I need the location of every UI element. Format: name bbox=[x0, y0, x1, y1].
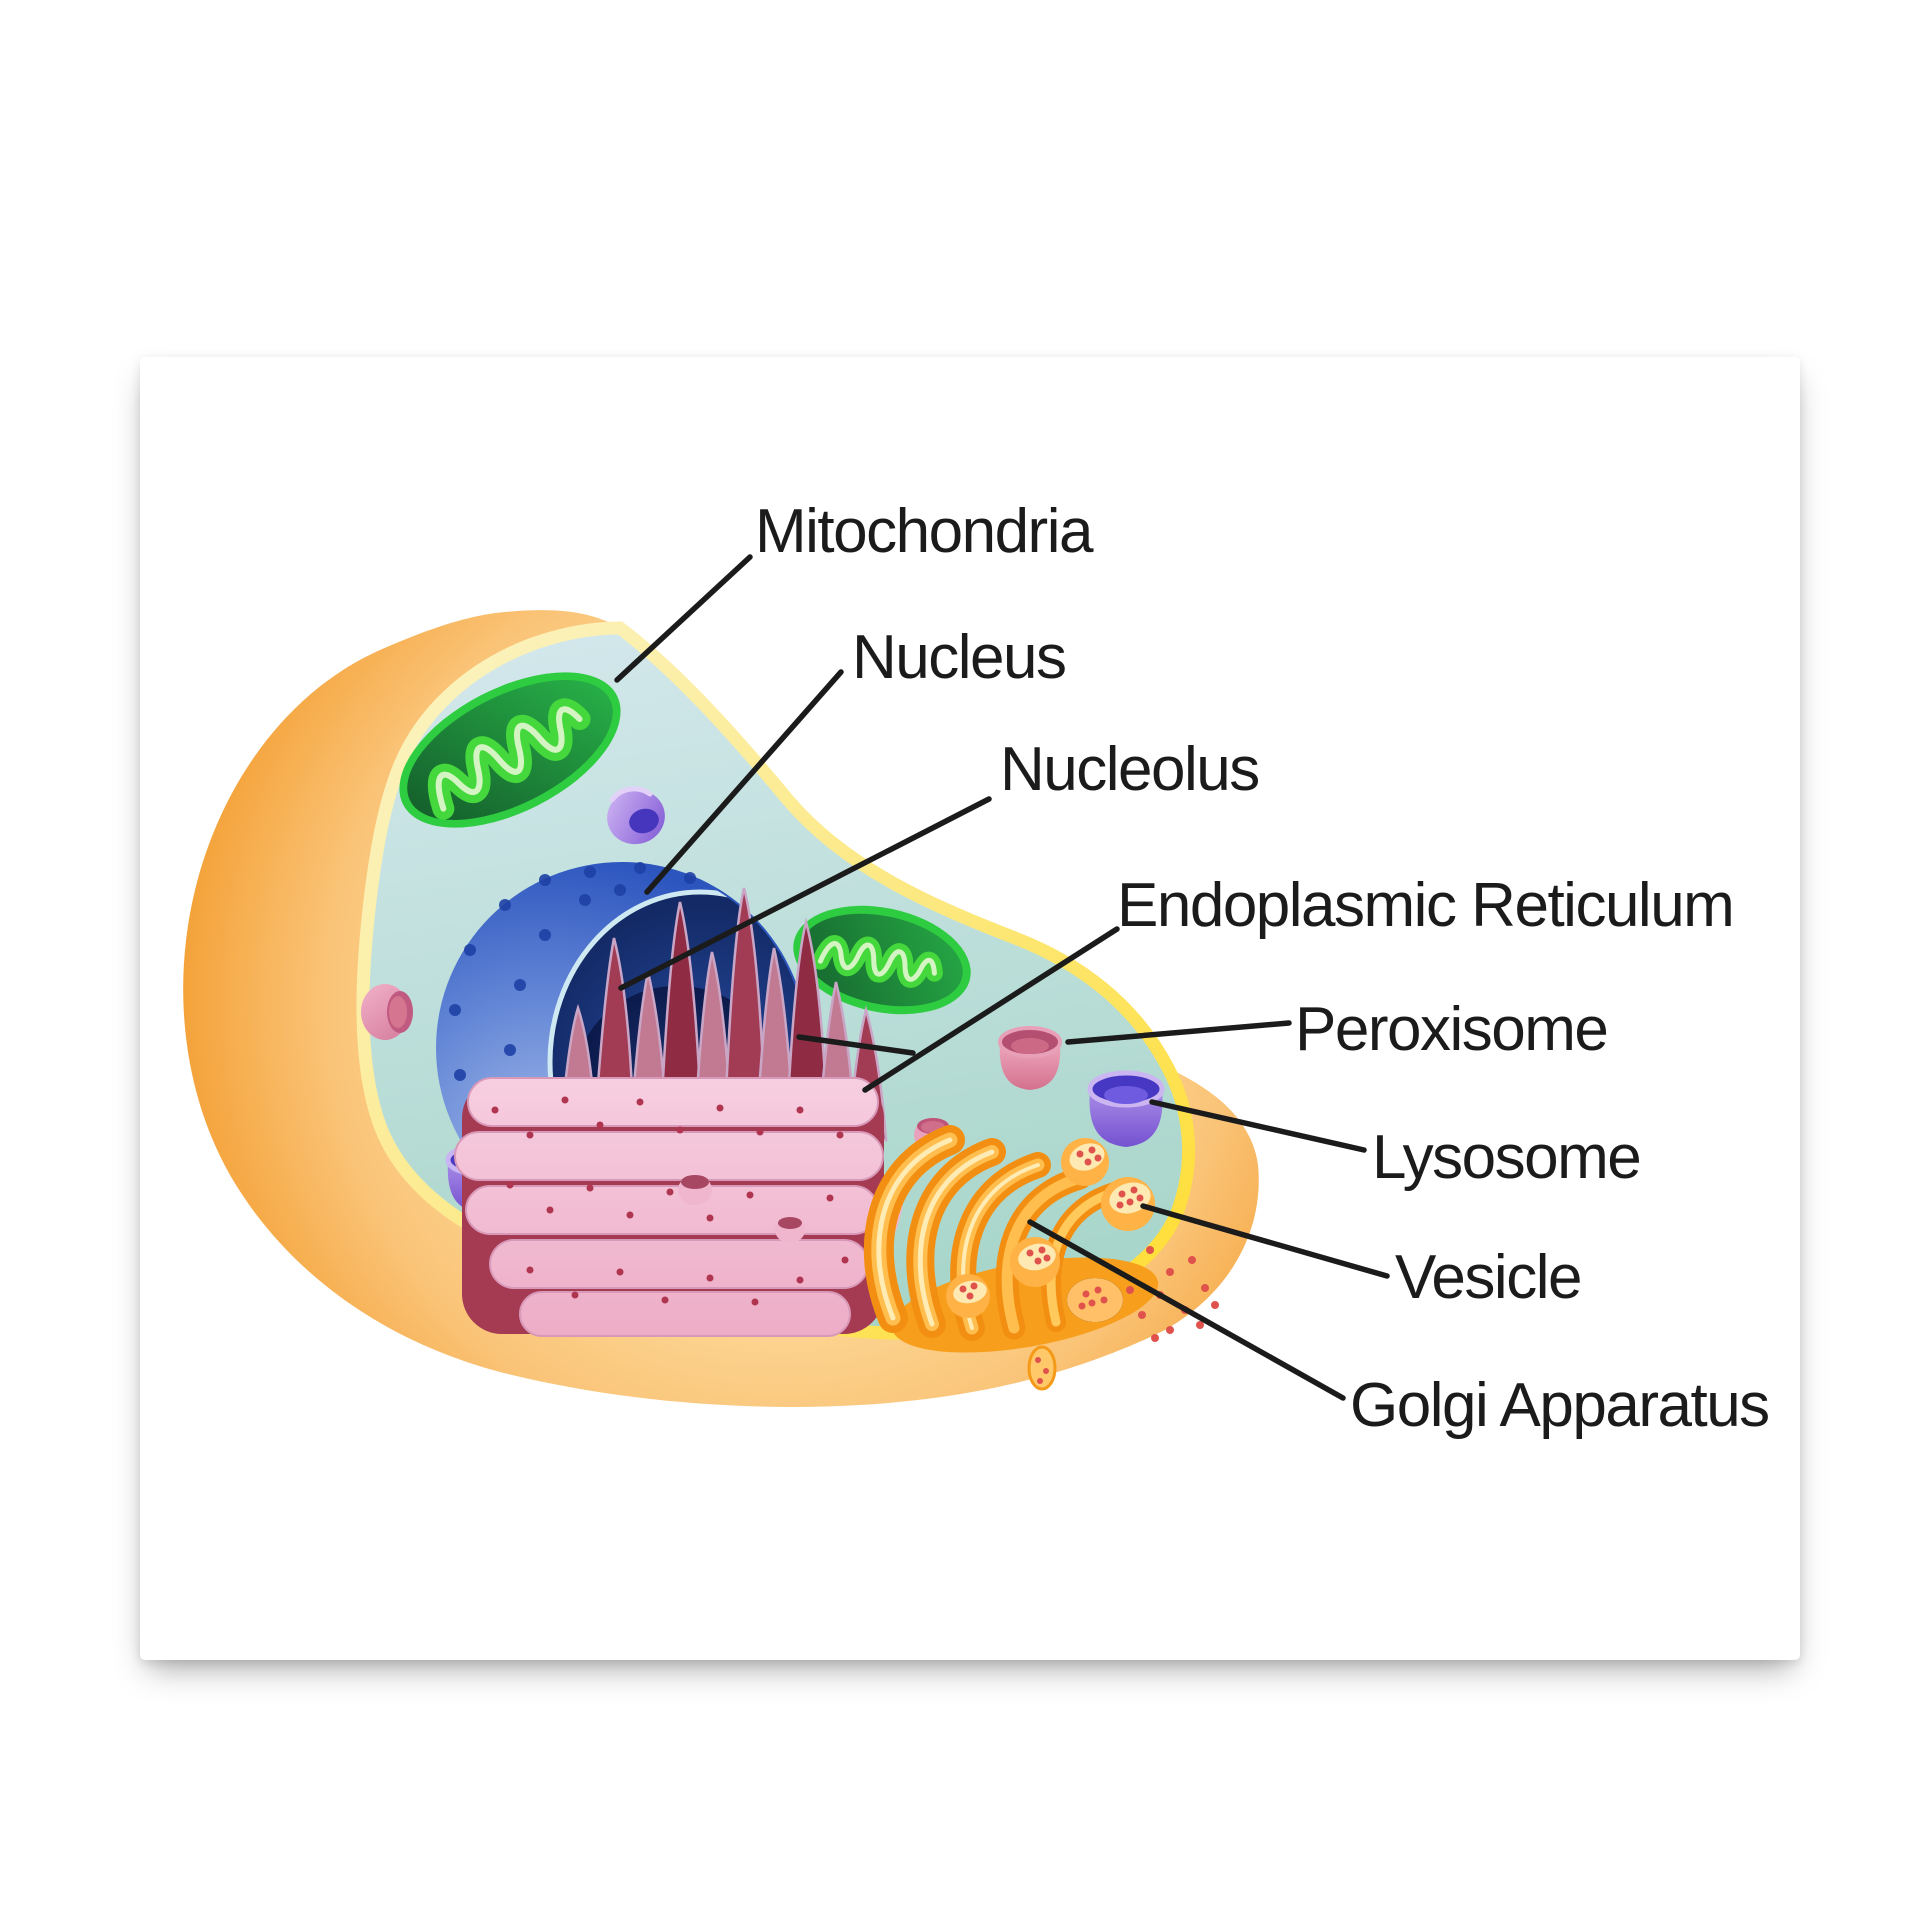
label-mitochondria: Mitochondria bbox=[755, 497, 1093, 566]
golgi-vesicles bbox=[946, 1138, 1155, 1322]
leader-peroxisome bbox=[1065, 1020, 1292, 1045]
leader-lines bbox=[614, 554, 1390, 1401]
leader-mitochondria bbox=[614, 554, 753, 683]
label-nucleolus: Nucleolus bbox=[1000, 735, 1260, 804]
leader-lysosome bbox=[1149, 1099, 1367, 1153]
leader-golgi-apparatus bbox=[1027, 1219, 1346, 1401]
golgi-apparatus bbox=[863, 1125, 1219, 1391]
label-golgi-apparatus: Golgi Apparatus bbox=[1350, 1371, 1770, 1440]
label-peroxisome: Peroxisome bbox=[1295, 995, 1609, 1064]
endoplasmic-reticulum bbox=[454, 887, 888, 1337]
leader-nucleus bbox=[644, 669, 844, 895]
label-nucleus: Nucleus bbox=[852, 623, 1067, 692]
leader-endoplasmic-reticulum bbox=[862, 926, 1120, 1093]
lysosome-small-ring bbox=[607, 786, 665, 845]
leader-nucleolus bbox=[618, 796, 992, 991]
lysosome bbox=[1087, 1070, 1165, 1147]
peroxisome-small bbox=[361, 984, 413, 1040]
mitochondrion-1 bbox=[399, 672, 621, 828]
label-lysosome: Lysosome bbox=[1372, 1123, 1642, 1192]
membrane-vesicle-oval bbox=[1027, 1345, 1057, 1391]
label-vesicle: Vesicle bbox=[1395, 1243, 1582, 1312]
leader-vesicle bbox=[1140, 1203, 1390, 1279]
er-vesicle-cups bbox=[678, 1175, 805, 1243]
er-cisternae bbox=[454, 1077, 884, 1337]
peroxisome bbox=[998, 1026, 1062, 1090]
leader-endoplasmic-reticulum-branch bbox=[796, 1034, 916, 1056]
label-endoplasmic-reticulum: Endoplasmic Reticulum bbox=[1117, 871, 1735, 940]
